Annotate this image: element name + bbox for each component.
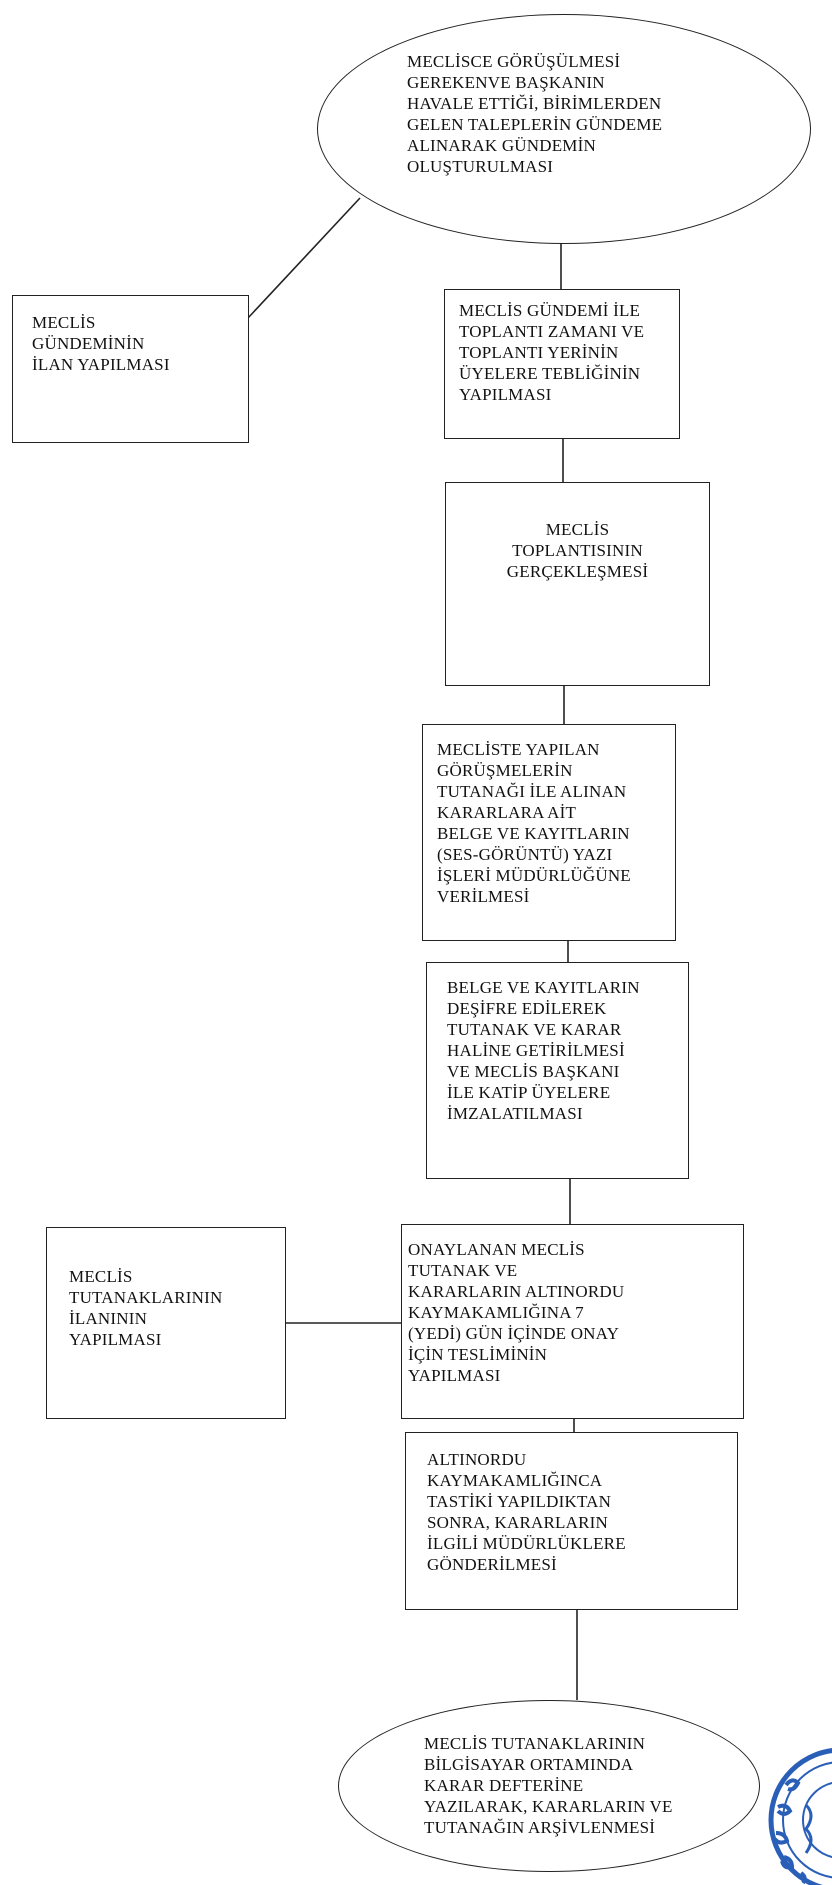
- meeting-held-text: MECLİS TOPLANTISININ GERÇEKLEŞMESİ: [506, 520, 649, 581]
- archive-ellipse: MECLİS TUTANAKLARININ BİLGİSAYAR ORTAMIN…: [338, 1700, 760, 1872]
- meeting-held-box: MECLİS TOPLANTISININ GERÇEKLEŞMESİ: [445, 482, 710, 686]
- send-directorates-text: ALTINORDU KAYMAKAMLIĞINCA TASTİKİ YAPILD…: [427, 1450, 626, 1574]
- start-text: MECLİSCE GÖRÜŞÜLMESİ GEREKENVE BAŞKANIN …: [407, 52, 663, 176]
- notify-members-box: MECLİS GÜNDEMİ İLE TOPLANTI ZAMANI VE TO…: [444, 289, 680, 439]
- records-delivery-box: MECLİSTE YAPILAN GÖRÜŞMELERİN TUTANAĞI İ…: [422, 724, 676, 941]
- records-delivery-text: MECLİSTE YAPILAN GÖRÜŞMELERİN TUTANAĞI İ…: [437, 740, 631, 906]
- announce-agenda-box: MECLİS GÜNDEMİNİN İLAN YAPILMASI: [12, 295, 249, 443]
- submit-approval-box: ONAYLANAN MECLİS TUTANAK VE KARARLARIN A…: [401, 1224, 744, 1419]
- announce-minutes-box: MECLİS TUTANAKLARININ İLANININ YAPILMASI: [46, 1227, 286, 1419]
- announce-minutes-text: MECLİS TUTANAKLARININ İLANININ YAPILMASI: [69, 1267, 223, 1349]
- transcribe-sign-box: BELGE VE KAYITLARIN DEŞİFRE EDİLEREK TUT…: [426, 962, 689, 1179]
- connector-start-to-agenda-announce: [247, 197, 361, 319]
- start-ellipse: MECLİSCE GÖRÜŞÜLMESİ GEREKENVE BAŞKANIN …: [317, 14, 811, 244]
- announce-agenda-text: MECLİS GÜNDEMİNİN İLAN YAPILMASI: [32, 313, 170, 374]
- transcribe-sign-text: BELGE VE KAYITLARIN DEŞİFRE EDİLEREK TUT…: [447, 978, 640, 1123]
- send-directorates-box: ALTINORDU KAYMAKAMLIĞINCA TASTİKİ YAPILD…: [405, 1432, 738, 1610]
- official-seal-stamp: [768, 1748, 832, 1885]
- notify-members-text: MECLİS GÜNDEMİ İLE TOPLANTI ZAMANI VE TO…: [459, 301, 645, 404]
- archive-text: MECLİS TUTANAKLARININ BİLGİSAYAR ORTAMIN…: [424, 1734, 673, 1837]
- submit-approval-text: ONAYLANAN MECLİS TUTANAK VE KARARLARIN A…: [408, 1240, 625, 1385]
